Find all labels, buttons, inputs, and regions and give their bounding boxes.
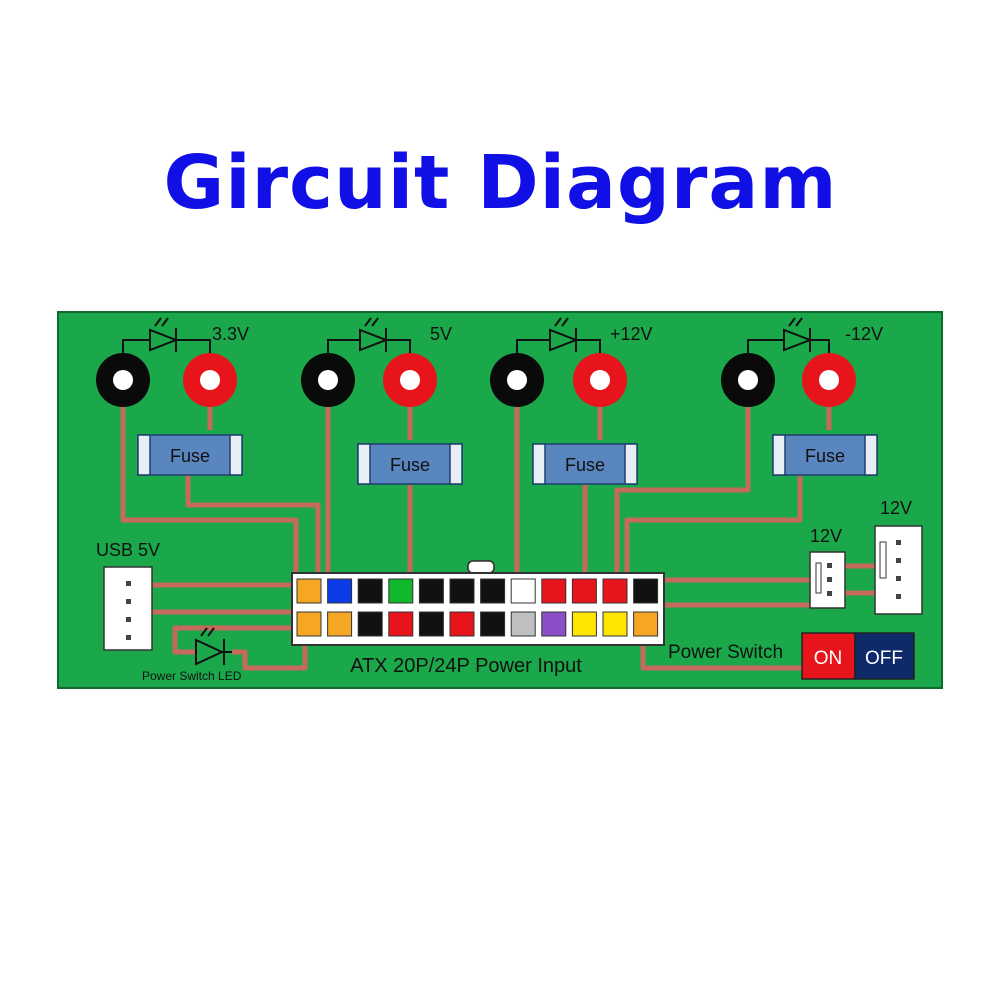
- fan-label-large: 12V: [880, 498, 912, 518]
- atx-pin: [296, 611, 322, 637]
- atx-pin: [480, 611, 506, 637]
- led-plus12v: [516, 317, 601, 360]
- power-switch-led: [195, 627, 232, 666]
- fuse-label: Fuse: [565, 455, 605, 475]
- power-led-label: Power Switch LED: [142, 669, 242, 683]
- atx-pin: [357, 578, 383, 604]
- atx-pin: [571, 578, 597, 604]
- atx-pin: [327, 611, 353, 637]
- power-switch-label: Power Switch: [668, 642, 783, 663]
- voltage-label-3v3: 3.3V: [212, 324, 249, 344]
- atx-pin: [449, 578, 475, 604]
- post-red-5v: [383, 353, 437, 407]
- atx-pin: [388, 578, 414, 604]
- fuse-plus12v: Fuse: [532, 443, 638, 485]
- atx-connector: [291, 560, 665, 646]
- atx-pin: [541, 578, 567, 604]
- fuse-3v3: Fuse: [137, 434, 243, 476]
- atx-label: ATX 20P/24P Power Input: [350, 655, 582, 677]
- post-black-3v3: [96, 353, 150, 407]
- switch-on-label: ON: [814, 648, 843, 669]
- atx-pin: [510, 611, 536, 637]
- atx-pin: [602, 611, 628, 637]
- fuse-label: Fuse: [170, 446, 210, 466]
- led-group: [122, 317, 830, 360]
- atx-pin: [418, 578, 444, 604]
- voltage-label-plus12v: +12V: [610, 324, 653, 344]
- power-switch[interactable]: ON OFF: [801, 632, 915, 680]
- post-red-3v3: [183, 353, 237, 407]
- fuse-5v: Fuse: [357, 443, 463, 485]
- post-black-5v: [301, 353, 355, 407]
- usb-label: USB 5V: [96, 540, 160, 560]
- atx-pin: [633, 611, 659, 637]
- fan-connector-large: [874, 525, 923, 615]
- post-red-plus12v: [573, 353, 627, 407]
- fan-label-small: 12V: [810, 526, 842, 546]
- atx-pin: [357, 611, 383, 637]
- atx-pin: [449, 611, 475, 637]
- post-black-minus12v: [721, 353, 775, 407]
- atx-pin: [296, 578, 322, 604]
- fuses: Fuse Fuse Fuse Fuse: [137, 434, 878, 485]
- atx-pin: [327, 578, 353, 604]
- fuse-label: Fuse: [805, 446, 845, 466]
- voltage-label-minus12v: -12V: [845, 324, 883, 344]
- atx-pin: [571, 611, 597, 637]
- atx-pin: [418, 611, 444, 637]
- atx-pins: [296, 578, 659, 637]
- fuse-minus12v: Fuse: [772, 434, 878, 476]
- atx-pin: [388, 611, 414, 637]
- post-red-minus12v: [802, 353, 856, 407]
- atx-pin: [480, 578, 506, 604]
- traces: [120, 405, 875, 671]
- page-title: Gircuit Diagram: [163, 140, 838, 226]
- atx-pin: [633, 578, 659, 604]
- atx-pin: [541, 611, 567, 637]
- fuse-label: Fuse: [390, 455, 430, 475]
- atx-pin: [602, 578, 628, 604]
- binding-posts: [96, 353, 856, 407]
- switch-off-label: OFF: [865, 648, 903, 669]
- atx-pin: [510, 578, 536, 604]
- switch-on-button[interactable]: [801, 632, 856, 680]
- voltage-label-5v: 5V: [430, 324, 452, 344]
- usb-connector: [103, 566, 153, 651]
- switch-off-button[interactable]: [854, 632, 915, 680]
- fan-connector-small: [809, 551, 846, 609]
- post-black-plus12v: [490, 353, 544, 407]
